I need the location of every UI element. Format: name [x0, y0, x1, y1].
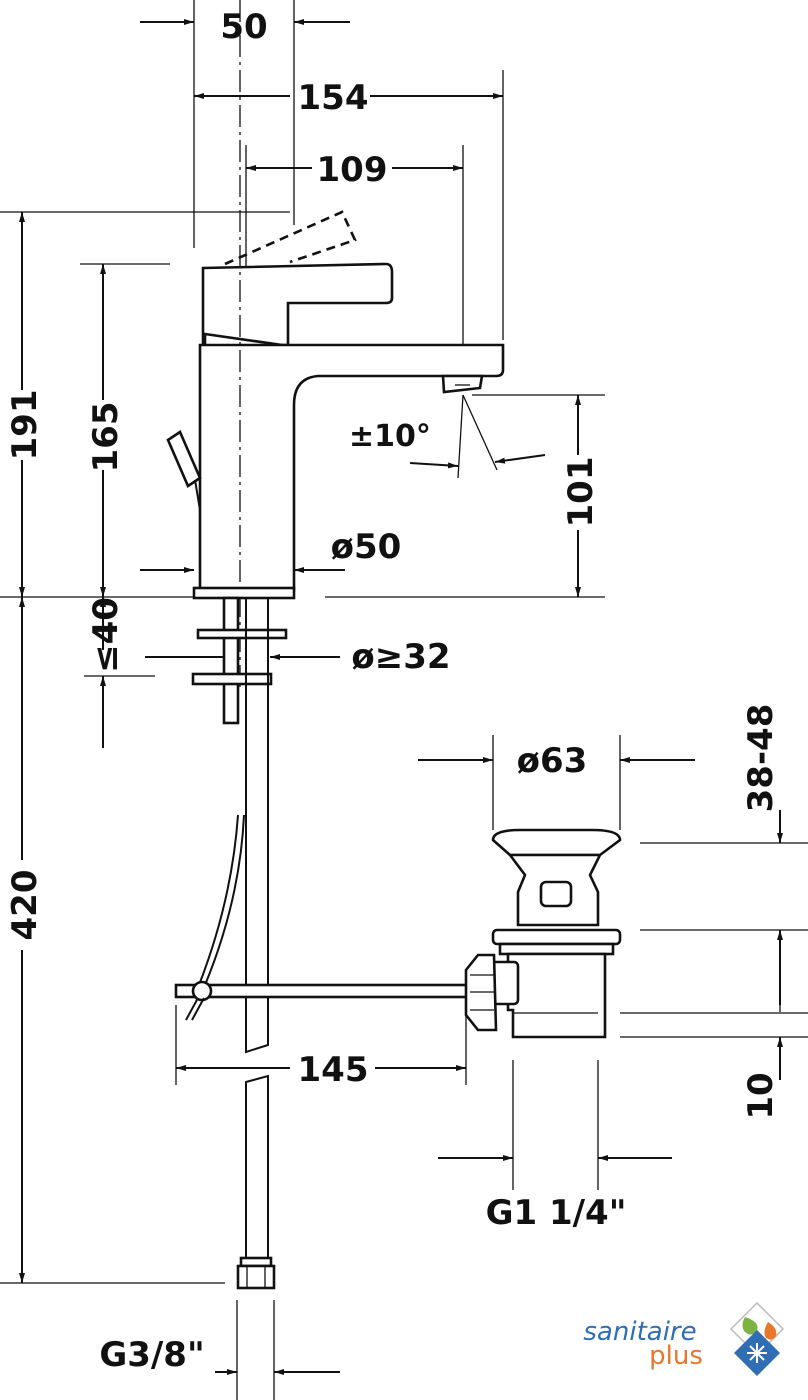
- dim-10: 10: [741, 1072, 781, 1119]
- logo-text-sanitaire: sanitaire: [583, 1317, 696, 1347]
- dim-g1-1-4: G1 1/4": [486, 1193, 627, 1233]
- linkage-clip: [191, 980, 213, 1002]
- spout-body: [198, 343, 505, 592]
- popup-rod-knob: [166, 430, 202, 488]
- dim-dia63: ø63: [517, 741, 588, 781]
- drain-assembly: [464, 828, 622, 1039]
- dim-38-48: 38-48: [741, 704, 781, 813]
- dim-109: 109: [317, 150, 388, 190]
- dim-dia32: ø≥32: [351, 637, 450, 677]
- faucet-body: [166, 0, 505, 725]
- dim-145: 145: [298, 1050, 369, 1090]
- lever-open-position: [224, 210, 357, 266]
- base-plate: [192, 586, 296, 600]
- aerator: [441, 374, 484, 394]
- fixing-washer: [196, 628, 288, 640]
- logo-drop-icon: [729, 1301, 785, 1357]
- dim-g3-8: G3/8": [99, 1335, 204, 1375]
- lever-handle: [201, 262, 394, 347]
- drain-nut: [491, 928, 622, 946]
- logo-text-plus: plus: [649, 1341, 703, 1371]
- dim-154: 154: [298, 78, 369, 118]
- dim-101: 101: [561, 457, 601, 528]
- drain-tail: [506, 952, 607, 1039]
- dim-50: 50: [220, 7, 267, 47]
- hose-nut: [236, 1264, 276, 1290]
- dim-165: 165: [86, 402, 126, 473]
- drain-slot: [539, 880, 573, 908]
- linkage-bar: [174, 983, 470, 999]
- drain-ring: [498, 942, 615, 956]
- dim-dia50: ø50: [331, 527, 402, 567]
- fixing-nut-plate: [191, 672, 273, 686]
- supply-hose: [236, 597, 276, 1290]
- dim-191: 191: [5, 390, 45, 461]
- dim-le40: ≤40: [86, 597, 126, 673]
- dimension-lines: [19, 19, 783, 1375]
- logo-snowflake-icon: [734, 1330, 780, 1376]
- mounting-stud: [222, 596, 240, 725]
- dimension-labels: 50 154 109 191 165 ±10° 101 ø50 ≤40 ø≥32…: [5, 7, 781, 1375]
- dim-angle: ±10°: [349, 419, 431, 454]
- dim-420: 420: [5, 870, 45, 941]
- drain-flange: [491, 828, 622, 857]
- sanitaire-plus-logo: sanitaire plus: [583, 1301, 785, 1376]
- popup-linkage: [174, 814, 470, 1021]
